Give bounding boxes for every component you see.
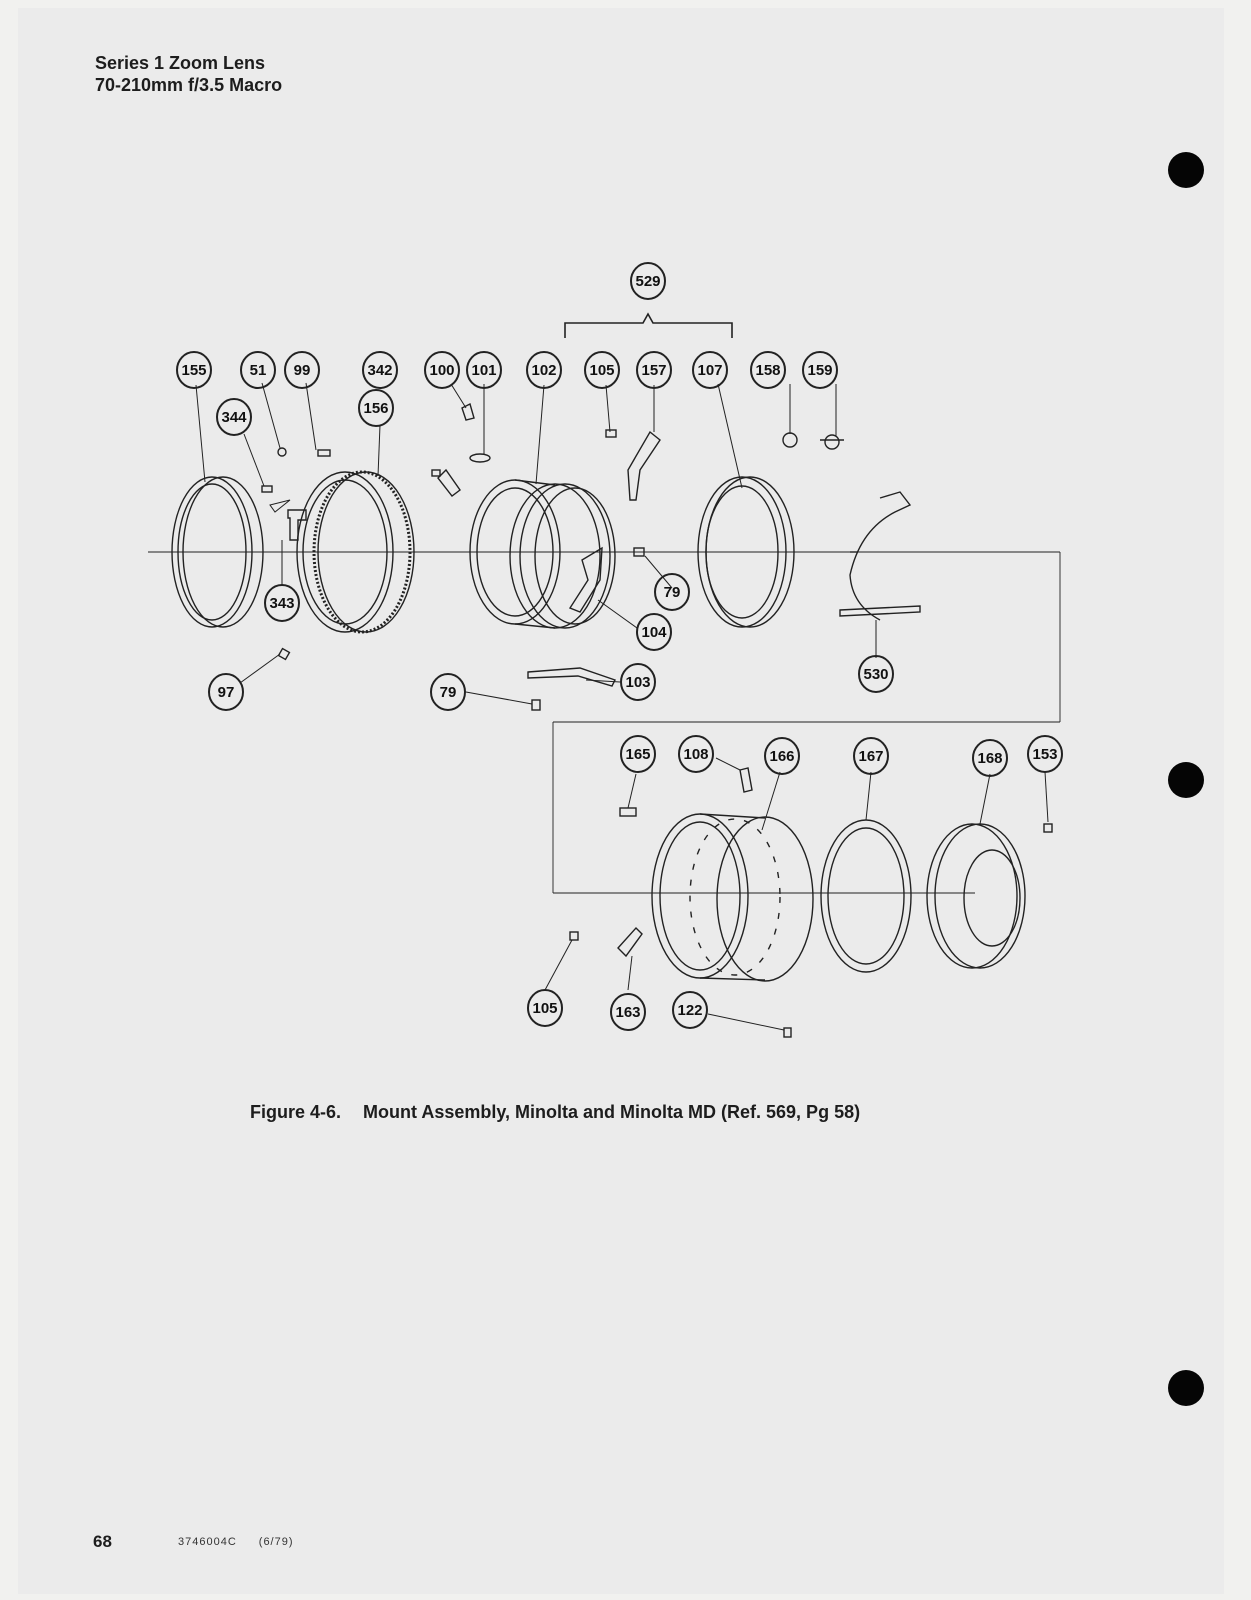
callout-105-upper: 105	[584, 351, 620, 389]
svg-text:167: 167	[858, 748, 883, 765]
callout-99: 99	[284, 351, 320, 389]
lever-530-drawing	[839, 491, 921, 621]
svg-text:158: 158	[755, 362, 780, 379]
axis-lines	[148, 551, 1061, 894]
svg-text:529: 529	[635, 273, 660, 290]
svg-text:100: 100	[429, 362, 454, 379]
callout-122: 122	[672, 991, 708, 1029]
callout-157: 157	[636, 351, 672, 389]
svg-text:342: 342	[367, 362, 392, 379]
barrel-102-drawing	[469, 479, 616, 629]
callout-155: 155	[176, 351, 212, 389]
callout-529: 529	[630, 262, 666, 300]
callout-79-lower: 79	[430, 673, 466, 711]
callout-343: 343	[264, 584, 300, 622]
svg-text:157: 157	[641, 362, 666, 379]
callout-342: 342	[362, 351, 398, 389]
brace-529	[564, 312, 733, 338]
callouts: 529 155 51 99 342 156 344 100	[176, 262, 1063, 1031]
svg-text:153: 153	[1032, 746, 1057, 763]
callout-153: 153	[1027, 735, 1063, 773]
screw-105-top	[605, 429, 617, 438]
svg-text:163: 163	[615, 1004, 640, 1021]
svg-text:108: 108	[683, 746, 708, 763]
doc-code: 3746004C	[178, 1536, 237, 1548]
callout-79-upper: 79	[654, 573, 690, 611]
svg-text:103: 103	[625, 674, 650, 691]
svg-text:165: 165	[625, 746, 650, 763]
manual-page	[18, 8, 1224, 1594]
callout-107: 107	[692, 351, 728, 389]
callout-166: 166	[764, 737, 800, 775]
callout-97: 97	[208, 673, 244, 711]
figure-title: Mount Assembly, Minolta and Minolta MD (…	[363, 1102, 861, 1122]
callout-163: 163	[610, 993, 646, 1031]
binder-hole-bottom	[1168, 1370, 1204, 1406]
header-line-2: 70-210mm f/3.5 Macro	[95, 75, 283, 95]
callout-344: 344	[216, 398, 252, 436]
svg-text:104: 104	[641, 624, 667, 641]
callout-158: 158	[750, 351, 786, 389]
callout-101: 101	[466, 351, 502, 389]
small-parts-lower	[569, 767, 1053, 1038]
doc-date: (6/79)	[258, 1536, 294, 1548]
callout-108: 108	[678, 735, 714, 773]
svg-text:51: 51	[250, 362, 267, 379]
callout-100: 100	[424, 351, 460, 389]
svg-text:343: 343	[269, 595, 294, 612]
screw-79-upper	[633, 547, 645, 557]
callout-105-lower: 105	[527, 989, 563, 1027]
svg-text:122: 122	[677, 1002, 702, 1019]
callout-104: 104	[636, 613, 672, 651]
svg-text:344: 344	[221, 409, 247, 426]
lever-103-drawing	[527, 667, 616, 687]
parts-158-159	[782, 432, 844, 450]
callout-168: 168	[972, 739, 1008, 777]
callout-165: 165	[620, 735, 656, 773]
small-parts-left	[261, 447, 331, 661]
binder-hole-top	[1168, 152, 1204, 188]
svg-text:105: 105	[532, 1000, 557, 1017]
binder-hole-middle	[1168, 762, 1204, 798]
small-parts-100-101	[431, 402, 491, 497]
callout-159: 159	[802, 351, 838, 389]
ring-167-drawing	[820, 819, 912, 973]
callout-103: 103	[620, 663, 656, 701]
ring-155-drawing	[171, 476, 264, 628]
svg-text:107: 107	[697, 362, 722, 379]
svg-text:79: 79	[664, 584, 681, 601]
mount-168-drawing	[926, 823, 1026, 969]
svg-text:79: 79	[440, 684, 457, 701]
callout-51: 51	[240, 351, 276, 389]
callout-167: 167	[853, 737, 889, 775]
figure-number: Figure 4-6.	[250, 1102, 342, 1122]
svg-text:101: 101	[471, 362, 496, 379]
svg-text:105: 105	[589, 362, 614, 379]
svg-text:97: 97	[218, 684, 235, 701]
callout-156: 156	[358, 389, 394, 427]
figure-caption: Figure 4-6. Mount Assembly, Minolta and M…	[250, 1102, 860, 1123]
svg-text:168: 168	[977, 750, 1002, 767]
callout-530: 530	[858, 655, 894, 693]
svg-text:155: 155	[181, 362, 206, 379]
svg-text:102: 102	[531, 362, 556, 379]
callout-102: 102	[526, 351, 562, 389]
page-header: Series 1 Zoom Lens 70-210mm f/3.5 Macro	[95, 52, 282, 96]
header-line-1: Series 1 Zoom Lens	[95, 53, 266, 73]
svg-text:530: 530	[863, 666, 888, 683]
ring-342-drawing	[296, 470, 415, 634]
svg-text:159: 159	[807, 362, 832, 379]
part-157-drawing	[627, 430, 661, 501]
page-number: 68	[93, 1532, 112, 1551]
exploded-view-diagram: 529 155 51 99 342 156 344 100	[148, 262, 1063, 1038]
svg-text:166: 166	[769, 748, 794, 765]
svg-text:156: 156	[363, 400, 388, 417]
screw-79-lower	[531, 699, 541, 711]
svg-text:99: 99	[294, 362, 311, 379]
ring-166-drawing	[651, 813, 814, 982]
leader-lines	[195, 382, 1049, 1031]
footer-doc-info: 3746004C (6/79)	[178, 1536, 294, 1548]
